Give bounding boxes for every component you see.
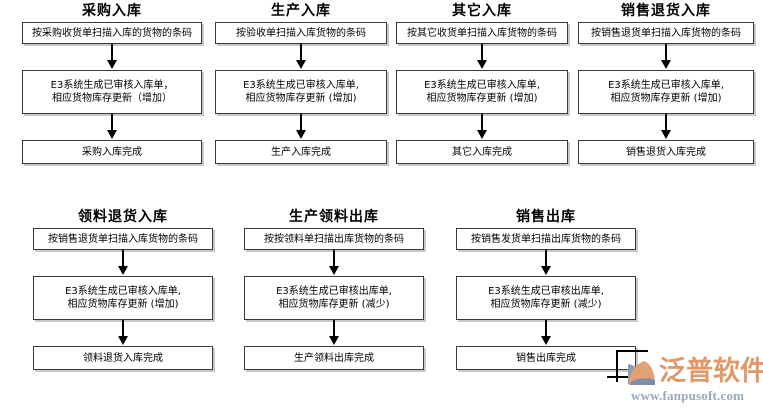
flow-arrow-down-icon [33, 250, 213, 276]
flow-node-text: E3系统生成已审核入库单, 相应货物库存更新 (增加) [424, 80, 540, 104]
flow-node-text: 其它入库完成 [452, 146, 512, 158]
flow-arrow-down-icon [215, 44, 387, 70]
flow-column-material-return-inbound: 领料退货入库 按销售退货单扫描入库货物的条码 E3系统生成已审核入库单, 相应货… [33, 208, 213, 370]
flow-arrow-down-icon [396, 114, 568, 140]
flow-node-step-3: 销售退货入库完成 [578, 140, 754, 164]
flow-node-text: E3系统生成已审核出库单, 相应货物库存更新 (减少) [276, 286, 392, 310]
flow-node-step-2: E3系统生成已审核入库单, 相应货物库存更新 (增加) [578, 70, 754, 114]
flow-node-step-3: 其它入库完成 [396, 140, 568, 164]
flow-node-text: 按按领料单扫描出库货物的条码 [264, 233, 404, 245]
flow-node-text: E3系统生成已审核入库单， 相应货物库存更新（增加） [50, 80, 174, 104]
flow-node-step-1: 按按领料单扫描出库货物的条码 [244, 228, 424, 250]
flow-arrow-down-icon [578, 44, 754, 70]
logo-corner-decoration [616, 350, 648, 382]
column-title: 生产入库 [271, 3, 331, 19]
column-title: 销售退货入库 [621, 3, 711, 19]
flow-node-step-3: 领料退货入库完成 [33, 346, 213, 370]
logo-brand-text: 泛普软件 [659, 356, 763, 387]
flow-column-production-picking-outbound: 生产领料出库 按按领料单扫描出库货物的条码 E3系统生成已审核出库单, 相应货物… [244, 208, 424, 370]
column-title: 其它入库 [452, 3, 512, 19]
flow-node-step-1: 按其它收货单扫描入库货物的条码 [396, 22, 568, 44]
flow-node-step-2: E3系统生成已审核入库单， 相应货物库存更新（增加） [22, 70, 202, 114]
flow-node-text: 生产入库完成 [271, 146, 331, 158]
flow-column-other-inbound: 其它入库 按其它收货单扫描入库货物的条码 E3系统生成已审核入库单, 相应货物库… [396, 2, 568, 164]
flow-node-text: 生产领料出库完成 [294, 352, 374, 364]
logo-url-text: www.fanpusoft.com [631, 388, 745, 403]
flow-node-text: 销售出库完成 [516, 352, 576, 364]
flow-arrow-down-icon [22, 44, 202, 70]
flow-node-text: E3系统生成已审核出库单, 相应货物库存更新 (减少) [488, 286, 604, 310]
flow-arrow-down-icon [244, 320, 424, 346]
flow-node-text: E3系统生成已审核入库单, 相应货物库存更新 (增加) [65, 286, 181, 310]
flow-node-step-1: 按销售退货单扫描入库货物的条码 [33, 228, 213, 250]
flow-node-step-1: 按销售发货单扫描出库货物的条码 [456, 228, 636, 250]
column-title: 销售出库 [516, 209, 576, 225]
flow-node-text: 按其它收货单扫描入库货物的条码 [407, 27, 557, 39]
flow-node-text: 按采购收货单扫描入库的货物的条码 [32, 27, 192, 39]
flow-node-step-3: 采购入库完成 [22, 140, 202, 164]
flow-node-step-2: E3系统生成已审核入库单, 相应货物库存更新 (增加) [33, 276, 213, 320]
flow-node-text: 销售退货入库完成 [626, 146, 706, 158]
flow-node-step-3: 销售出库完成 [456, 346, 636, 370]
flow-column-sales-return-inbound: 销售退货入库 按销售退货单扫描入库货物的条码 E3系统生成已审核入库单, 相应货… [578, 2, 754, 164]
flow-node-step-2: E3系统生成已审核出库单, 相应货物库存更新 (减少) [244, 276, 424, 320]
flow-node-text: E3系统生成已审核入库单, 相应货物库存更新 (增加) [243, 80, 359, 104]
flow-column-production-inbound: 生产入库 按验收单扫描入库货物的条码 E3系统生成已审核入库单, 相应货物库存更… [215, 2, 387, 164]
flow-node-text: 按验收单扫描入库货物的条码 [236, 27, 366, 39]
flow-arrow-down-icon [215, 114, 387, 140]
column-title: 采购入库 [82, 3, 142, 19]
flow-node-text: E3系统生成已审核入库单, 相应货物库存更新 (增加) [608, 80, 724, 104]
column-title: 领料退货入库 [78, 209, 168, 225]
flow-node-text: 采购入库完成 [82, 146, 142, 158]
flow-node-text: 按销售发货单扫描出库货物的条码 [471, 233, 621, 245]
logo-corner-decoration-bottom [607, 376, 633, 378]
column-title: 生产领料出库 [289, 209, 379, 225]
flow-node-step-1: 按销售退货单扫描入库货物的条码 [578, 22, 754, 44]
flow-node-step-2: E3系统生成已审核出库单, 相应货物库存更新 (减少) [456, 276, 636, 320]
flow-node-step-2: E3系统生成已审核入库单, 相应货物库存更新 (增加) [396, 70, 568, 114]
flow-node-text: 按销售退货单扫描入库货物的条码 [591, 27, 741, 39]
flow-arrow-down-icon [456, 250, 636, 276]
flow-node-step-2: E3系统生成已审核入库单, 相应货物库存更新 (增加) [215, 70, 387, 114]
fanpu-logo-icon [625, 358, 661, 390]
flow-column-sales-outbound: 销售出库 按销售发货单扫描出库货物的条码 E3系统生成已审核出库单, 相应货物库… [456, 208, 636, 370]
flow-arrow-down-icon [22, 114, 202, 140]
flow-node-text: 领料退货入库完成 [83, 352, 163, 364]
flow-node-step-3: 生产领料出库完成 [244, 346, 424, 370]
flow-arrow-down-icon [244, 250, 424, 276]
flow-node-text: 按销售退货单扫描入库货物的条码 [48, 233, 198, 245]
flow-arrow-down-icon [33, 320, 213, 346]
flow-column-purchase-inbound: 采购入库 按采购收货单扫描入库的货物的条码 E3系统生成已审核入库单， 相应货物… [22, 2, 202, 164]
flow-node-step-1: 按验收单扫描入库货物的条码 [215, 22, 387, 44]
flow-arrow-down-icon [456, 320, 636, 346]
flow-node-step-3: 生产入库完成 [215, 140, 387, 164]
flow-arrow-down-icon [396, 44, 568, 70]
flow-arrow-down-icon [578, 114, 754, 140]
watermark-logo: 泛普软件 www.fanpusoft.com [607, 350, 763, 408]
flow-node-step-1: 按采购收货单扫描入库的货物的条码 [22, 22, 202, 44]
